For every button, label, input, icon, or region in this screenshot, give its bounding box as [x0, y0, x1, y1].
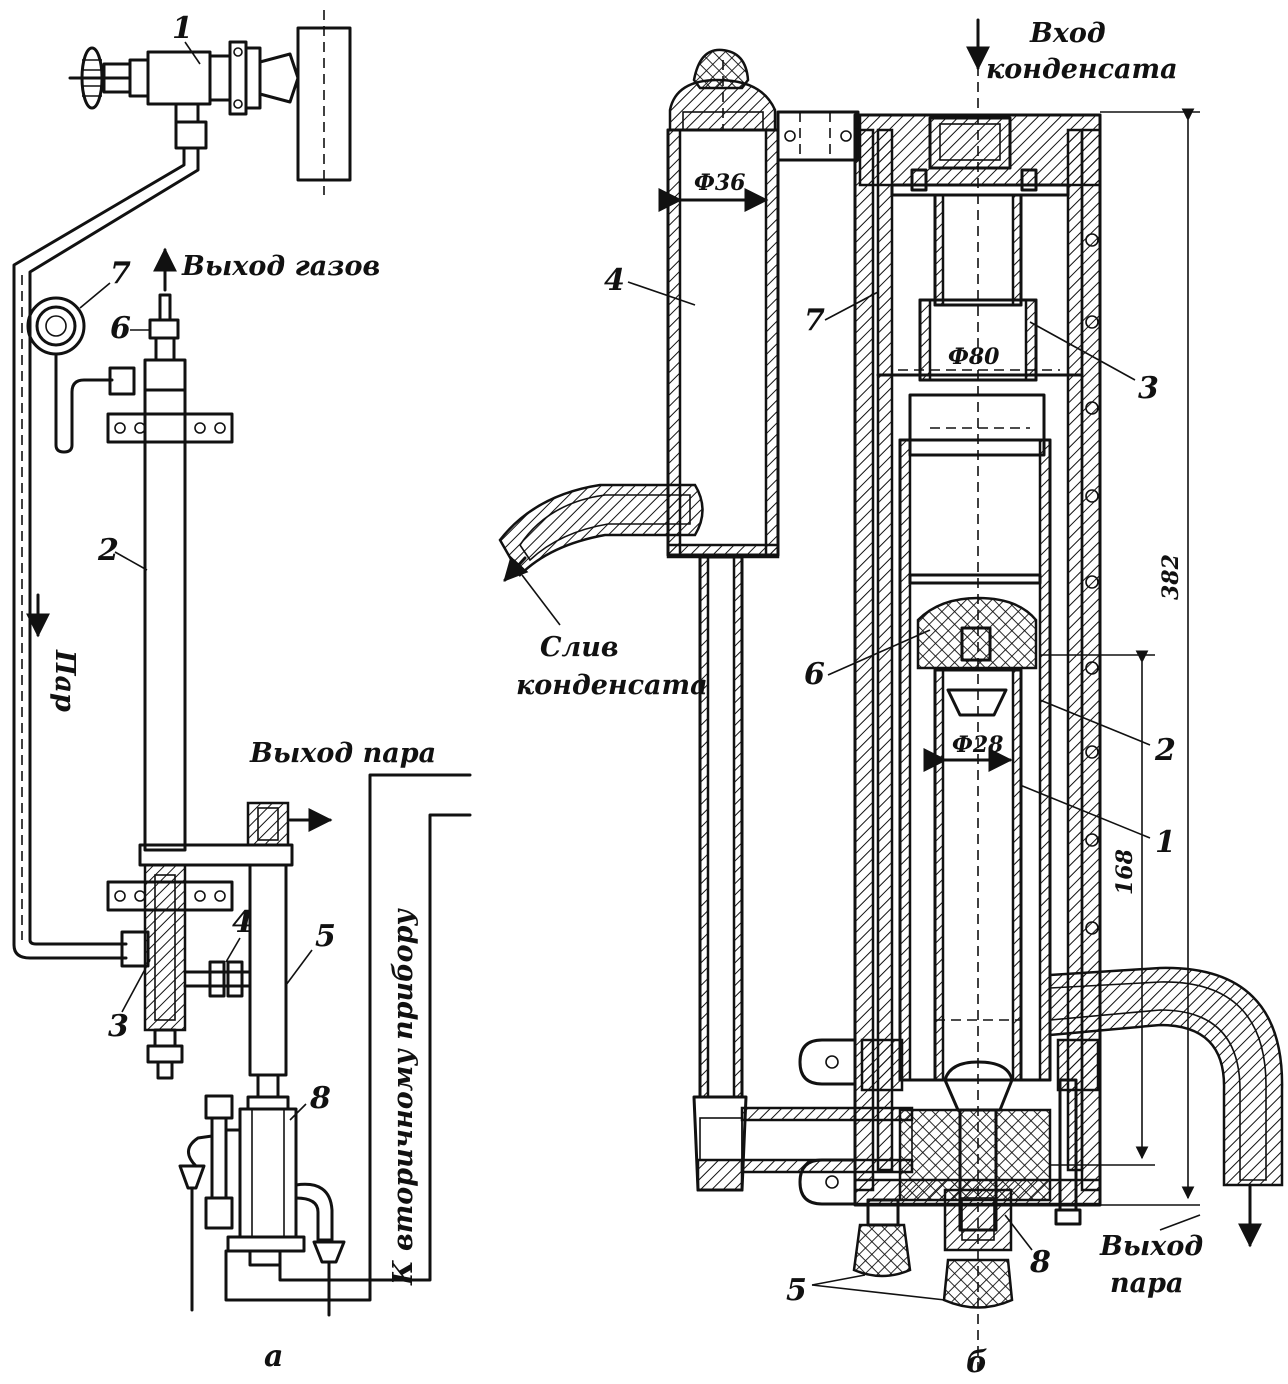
label-b-drain-1: Слив: [540, 632, 619, 663]
label-b-1: 1: [1155, 825, 1176, 860]
main-housing: [853, 50, 1102, 1370]
label-b-8: 8: [1029, 1245, 1051, 1280]
label-a-secondary: К вторичному прибору: [388, 907, 419, 1286]
valve-seat-8: [898, 1060, 1052, 1252]
label-b-3: 3: [1138, 371, 1159, 406]
label-b-steam-out-1: Выход: [1099, 1231, 1203, 1262]
float-6: [916, 596, 1038, 717]
label-b-d80: Ф80: [948, 344, 1000, 370]
label-b-inlet-2: конденсата: [986, 54, 1178, 85]
label-a-8: 8: [309, 1081, 331, 1116]
label-b-5: 5: [786, 1273, 807, 1308]
label-b-4: 4: [604, 263, 625, 298]
bottom-flange: [798, 1038, 1102, 1309]
label-a-7: 7: [110, 256, 131, 291]
dimensions: [1040, 108, 1200, 1206]
inlet-nozzle-3: [876, 168, 1084, 457]
label-b-drain-2: конденсата: [516, 670, 708, 701]
label-b-2: 2: [1154, 733, 1176, 768]
label-a-5: 5: [315, 919, 336, 954]
label-a-steam-out: Выход пара: [249, 738, 436, 769]
main-steam-pipe: [296, 10, 352, 195]
label-b-382: 382: [1158, 554, 1184, 600]
sensor-8: [178, 773, 472, 1317]
label-b-steam-out-2: пара: [1110, 1268, 1184, 1299]
label-b-inlet-1: Вход: [1029, 18, 1106, 49]
label-a-steam: Пар: [49, 649, 80, 712]
valve-1: [68, 40, 300, 124]
label-a-gas-out: Выход газов: [181, 251, 380, 282]
gas-vent-valve-6: [148, 247, 180, 362]
pressure-gauge-7: [26, 296, 136, 454]
label-b-panel: б: [966, 1345, 988, 1380]
right-bolts: [1085, 233, 1099, 935]
condensate-vessel-4: [498, 48, 780, 1192]
label-a-1: 1: [172, 11, 193, 46]
label-a-4: 4: [232, 905, 253, 940]
label-b-d36: Ф36: [694, 170, 746, 196]
label-b-168: 168: [1112, 849, 1138, 895]
label-a-2: 2: [97, 533, 119, 568]
connector-4: [183, 960, 252, 998]
label-b-7: 7: [804, 303, 825, 338]
label-a-6: 6: [110, 311, 131, 346]
label-a-3: 3: [108, 1009, 129, 1044]
float-tube-1: [923, 668, 1023, 1082]
label-b-6: 6: [804, 657, 825, 692]
label-b-d28: Ф28: [952, 732, 1004, 758]
steam-impulse-line: [12, 120, 208, 960]
bracket: [776, 110, 860, 162]
panel-a: 1 7 6 Выход газов 2 Пар Выход пара 4 5 3…: [12, 10, 472, 1374]
label-a-panel: а: [264, 1339, 283, 1374]
panel-b: Вход конденсата Ф36 4 7 Ф80 3 Слив конде…: [498, 18, 1284, 1380]
column-2: [106, 358, 294, 1080]
column-5: [246, 801, 333, 1099]
